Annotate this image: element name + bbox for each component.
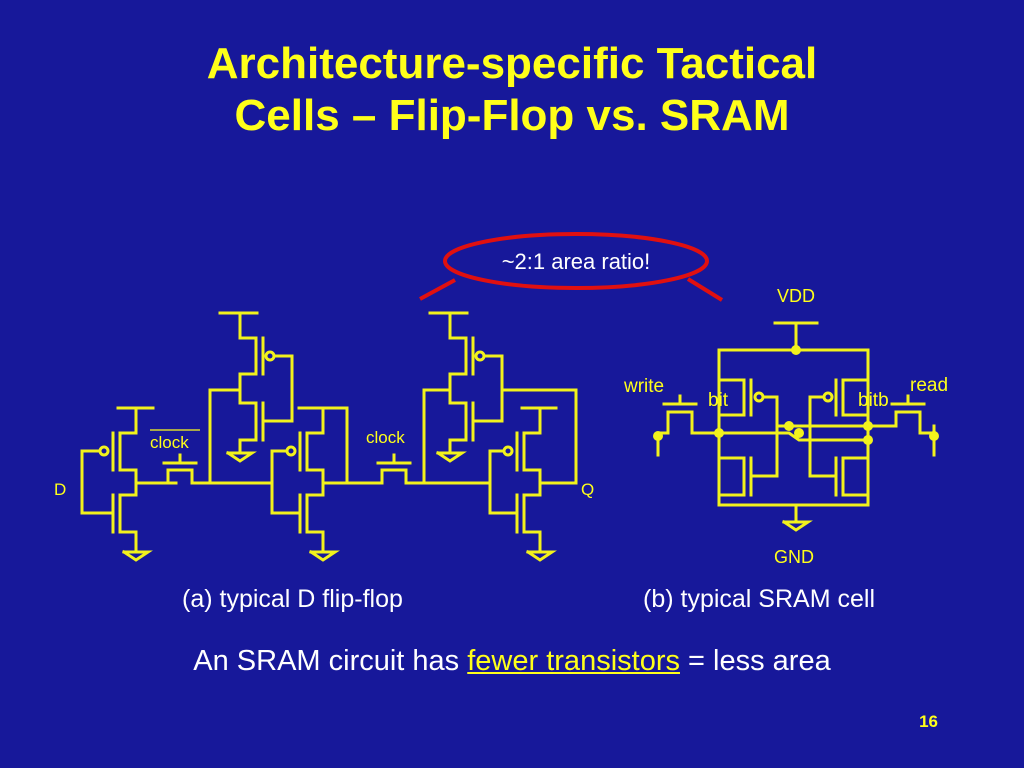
area-ratio-callout: ~2:1 area ratio!: [419, 232, 724, 302]
summary-text-before: An SRAM circuit has: [193, 645, 468, 677]
sram-labels: VDD GND write read bit bitb: [623, 286, 948, 567]
ff-inverter-2: [208, 406, 384, 562]
sram-inverter-right: [808, 378, 870, 497]
ff-keeper-inverter-1: [208, 311, 294, 485]
ff-label-clock: clock: [366, 428, 405, 447]
slide-title: Architecture-specific Tactical Cells – F…: [0, 38, 1024, 142]
sram-caption: (b) typical SRAM cell: [643, 585, 875, 613]
callout-pointer-left: [419, 278, 456, 301]
callout-text: ~2:1 area ratio!: [502, 249, 651, 274]
title-line-2: Cells – Flip-Flop vs. SRAM: [234, 91, 790, 140]
page-number: 16: [919, 712, 938, 731]
summary-emphasis: fewer transistors: [467, 645, 680, 677]
title-line-1: Architecture-specific Tactical: [206, 39, 818, 88]
summary-statement: An SRAM circuit has fewer transistors = …: [0, 645, 1024, 678]
ff-pass-gate-1: [162, 453, 216, 485]
flip-flop-labels: D Q clock clock: [54, 428, 594, 499]
ff-inverter-3: [488, 388, 578, 562]
ff-inverter-1: [80, 406, 178, 562]
sram-label-gnd: GND: [774, 547, 814, 567]
flip-flop-caption: (a) typical D flip-flop: [182, 585, 403, 613]
sram-label-read: read: [910, 375, 948, 396]
flip-flop-schematic: [80, 311, 578, 562]
callout-ellipse: [443, 232, 709, 290]
sram-inverter-left: [717, 378, 779, 497]
ff-label-clock-bar: clock: [150, 433, 189, 452]
ff-label-d: D: [54, 480, 66, 499]
sram-label-bit: bit: [708, 390, 729, 411]
ff-label-q: Q: [581, 480, 594, 499]
sram-label-bitb: bitb: [858, 390, 889, 411]
sram-junctions: [653, 345, 939, 445]
sram-schematic: [653, 321, 939, 532]
sram-label-write: write: [623, 376, 664, 397]
sram-gnd-rail: [717, 503, 870, 532]
ff-pass-gate-2: [376, 453, 492, 485]
sram-label-vdd: VDD: [777, 286, 815, 306]
callout-pointer-right: [686, 277, 724, 302]
summary-text-after: = less area: [679, 645, 831, 677]
